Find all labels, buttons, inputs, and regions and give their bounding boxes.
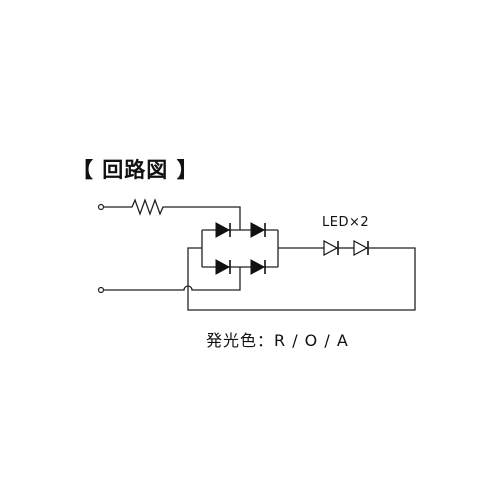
emission-color-label: 発光色：R / O / A xyxy=(206,331,349,350)
return-wire xyxy=(187,247,416,311)
bridge-diode-bottom-right xyxy=(250,259,266,275)
led-diode-2 xyxy=(353,239,369,257)
bridge-diode-top-left xyxy=(215,222,231,238)
diagram-title: 【 回路図 】 xyxy=(72,158,199,182)
bridge-diode-bottom-left xyxy=(215,259,231,275)
input-terminal-top xyxy=(97,203,105,211)
bridge-diode-top-right xyxy=(250,222,266,238)
led-diode-1 xyxy=(323,239,339,257)
input-wire-bottom xyxy=(104,267,241,291)
led-label: LED×2 xyxy=(322,215,370,230)
input-terminal-bottom xyxy=(97,286,105,294)
resistor xyxy=(104,198,241,228)
